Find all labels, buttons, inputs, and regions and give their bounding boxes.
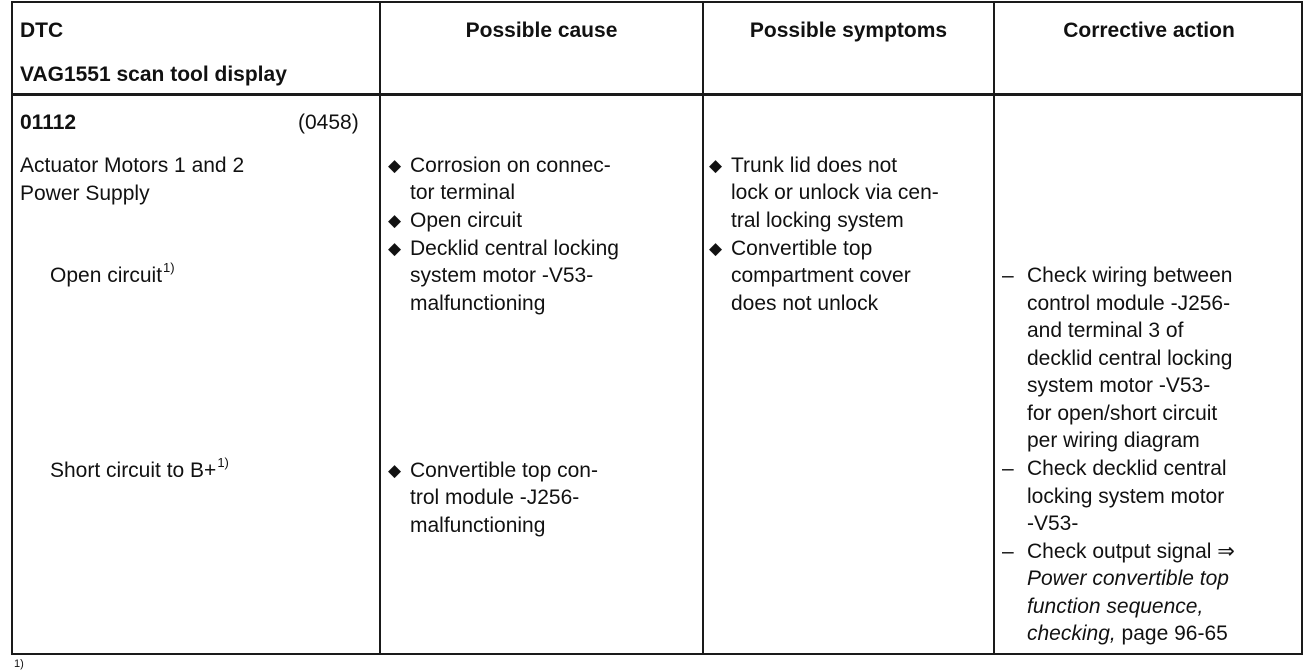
dtc-code: 01112	[20, 111, 77, 134]
bullet-icon: ◆	[388, 239, 402, 258]
header-possible-cause: Possible cause	[465, 19, 618, 42]
footnote-ref: 1)	[163, 260, 175, 275]
column-divider	[702, 3, 704, 653]
footnote-ref: 1)	[217, 455, 229, 470]
cross-reference-link[interactable]: Power convertible top	[1027, 567, 1229, 590]
header-scan-tool-display: VAG1551 scan tool display	[20, 63, 287, 86]
dtc-title-line1: Actuator Motors 1 and 2	[20, 154, 245, 177]
header-corrective-action: Corrective action	[1063, 19, 1235, 42]
bullet-icon: ◆	[388, 156, 402, 175]
bullet-icon: ◆	[709, 239, 723, 258]
cross-reference-link[interactable]: function sequence,	[1027, 595, 1204, 618]
header-possible-symptoms: Possible symptoms	[749, 19, 948, 42]
header-dtc: DTC	[20, 19, 64, 42]
header-divider	[13, 93, 1301, 96]
dash-marker: –	[1002, 457, 1014, 480]
bullet-icon: ◆	[388, 211, 402, 230]
bullet-icon: ◆	[709, 156, 723, 175]
column-divider	[379, 3, 381, 653]
fault-open-circuit: Open circuit1)	[50, 260, 175, 287]
dtc-alt-code: (0458)	[298, 111, 359, 134]
dash-marker: –	[1002, 540, 1014, 563]
column-divider	[993, 3, 995, 653]
dash-marker: –	[1002, 264, 1014, 287]
cross-reference-page[interactable]: checking, page 96-65	[1027, 622, 1228, 645]
bullet-icon: ◆	[388, 461, 402, 480]
footnote-marker: 1)	[14, 658, 24, 670]
dtc-table: DTC VAG1551 scan tool display Possible c…	[11, 1, 1303, 655]
fault-short-circuit: Short circuit to B+1)	[50, 455, 229, 482]
dtc-title-line2: Power Supply	[20, 182, 150, 205]
